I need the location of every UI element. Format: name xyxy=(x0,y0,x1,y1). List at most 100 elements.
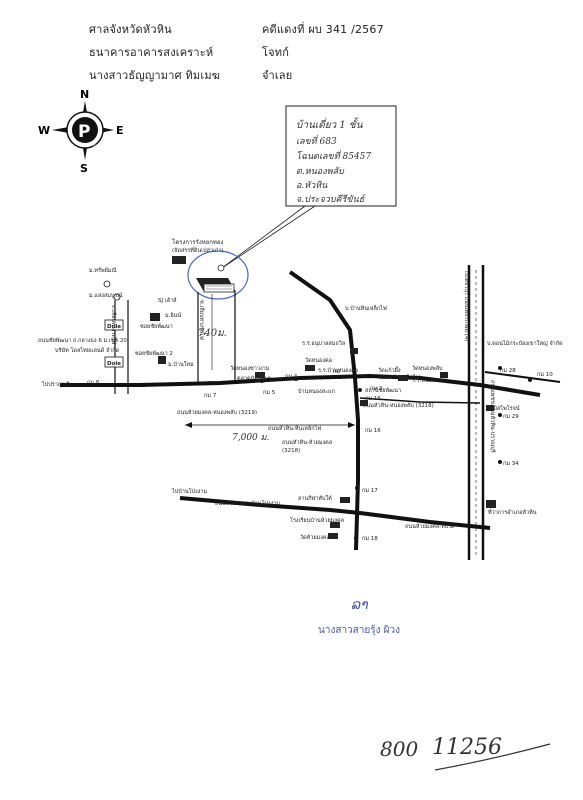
label-ban-hinlek-2: ชอยศ.หินเหล็กไฟ xyxy=(378,373,420,381)
svg-text:P: P xyxy=(78,122,90,142)
label-740m: 740ม. xyxy=(198,328,227,339)
defendant-role: จำเลย xyxy=(262,69,293,82)
signature-scribble: ລາ xyxy=(352,597,369,613)
case-number: คดีแดงที่ ผบ 341 /2567 xyxy=(262,23,384,36)
project-label: โครงการรังหยกทอง xyxy=(172,238,223,246)
svg-text:PROPERTY: PROPERTY xyxy=(80,143,96,147)
defendant-name: นางสาวธัญญามาศ ทิมเมฆ xyxy=(89,69,221,82)
wat-huaymongkol-icon xyxy=(328,533,338,539)
label-km10: กม 10 xyxy=(537,372,553,378)
label-km18: กม 18 xyxy=(362,536,378,542)
callout-line-6: จ.ประจวบคีรีขันธ์ xyxy=(296,194,366,205)
label-road-thaptai: ถนนห้วยมงคล-ทับใต้ xyxy=(405,523,455,530)
label-km28: กม 28 xyxy=(500,368,516,374)
school-khaohin-icon xyxy=(330,522,340,528)
property-callout: บ้านเดี่ยว 1 ชั้น เลขที่ 683 โฉนดเลขที่ … xyxy=(221,105,397,269)
project-building-icon xyxy=(172,256,186,264)
label-hw4-left: ไปเพชรบุรี ถนนเพชรเกษม (4) xyxy=(463,269,470,342)
label-wat-nongkhor: วัดหนองคอ xyxy=(305,357,332,364)
dole-logo-2-icon xyxy=(104,356,124,368)
label-ban-nongkhor: ร.ร.บ้านหนองคอ xyxy=(318,367,358,374)
label-km2: กม 2 xyxy=(370,386,382,392)
callout-line-1: บ้านเดี่ยว 1 ชั้น xyxy=(296,117,364,131)
label-soi-chai: ซอยชัยพัฒนา xyxy=(140,323,173,330)
label-mispairiri: ม.มิสไพโรจน์ xyxy=(488,404,520,412)
label-road-3218b: ถนนหัวหิน-ห้วยมงคล xyxy=(282,439,332,446)
temple-icon-3 xyxy=(398,375,408,381)
label-km5: กม 5 xyxy=(263,390,276,396)
label-ban-hinlek: บ.บ้านหินเหล็กไฟ xyxy=(345,304,387,312)
label-km3: กม xyxy=(333,369,340,375)
label-hw4-right: ถนนเพชรเกษมหัวหิน-ปราณบุรี xyxy=(489,380,496,453)
label-km4: กม 4 xyxy=(285,374,298,380)
label-sj: SJ เฮ้าส์ xyxy=(158,297,177,304)
label-school-huaymongkol: โรงเรียนบ้านห้วยมงคล xyxy=(290,516,344,524)
callout-line-4: ต.หนองพลับ xyxy=(296,166,345,177)
road-km10 xyxy=(484,371,561,383)
label-wat-kaeo: วัดแก้วผึ้ง xyxy=(378,366,401,374)
label-soi-chai-2: ซอยชัยพัฒนา 2 xyxy=(135,350,173,357)
compass-e: E xyxy=(116,124,124,137)
footer-note-b: 11256 xyxy=(432,735,502,760)
label-stadium: ลานกีฬาทับใต้ xyxy=(298,495,332,502)
school-icon-3 xyxy=(360,400,368,406)
property-highlight-circle xyxy=(187,250,249,300)
label-tallad: ตลาดนัดทุ่งพระ xyxy=(237,375,274,382)
label-km15: กม 15 xyxy=(365,396,381,402)
plaintiff-role: โจทก์ xyxy=(262,46,290,59)
label-wat-nongphlap: วัดหนองพลับ xyxy=(412,365,443,372)
label-to-pranburi: ไปปราณบุรี xyxy=(41,381,69,388)
sj-house-icon xyxy=(150,313,160,321)
label-km8: กม 8 xyxy=(87,380,100,386)
compass-n: N xyxy=(80,88,89,101)
label-wat-nongsaphang: วัดหนองซาวงาม xyxy=(230,365,270,372)
footer-underline xyxy=(434,743,551,771)
label-pradit: ม.ทรัพย์มณี xyxy=(89,267,117,274)
label-km7: กม 7 xyxy=(204,393,217,399)
label-school-nongsakae: ร.ร.หนองสะแก xyxy=(412,377,448,384)
dole-logo-1-icon xyxy=(104,319,124,331)
misdai-icon xyxy=(486,405,494,411)
compass-s: S xyxy=(80,162,88,175)
label-road-hinlekfai: ถนนหัวหิน-หินเหล็กไฟ xyxy=(268,424,321,432)
label-ban-mai: ม.บ้านใหม่ xyxy=(168,361,194,368)
label-7000m: 7,000 ม. xyxy=(232,433,270,443)
home-icon xyxy=(158,356,166,364)
callout-line-5: อ.หัวหิน xyxy=(296,180,328,191)
label-road-3218a: ถนนหัวหิน-หนองพลับ (3218) xyxy=(363,402,434,409)
property-plot xyxy=(196,264,236,293)
label-school-1: ร.ร.อนุบาลสมถวิล xyxy=(302,340,345,347)
plaintiff-name: ธนาคารอาคารสงเคราะห์ xyxy=(89,46,214,59)
km-markers xyxy=(80,366,532,540)
label-soi-6: ถนนชัยพัฒนา ถ.กลางธง 6 ม.เขต 20 xyxy=(38,337,127,344)
label-road-3219: ถนนห้วยมงคล-หนองพลับ (3219) xyxy=(177,409,257,416)
temple-icon-1 xyxy=(255,372,265,378)
footer-note-a: 800 xyxy=(380,737,419,761)
label-ban-in: ม.อินน์ xyxy=(165,312,181,319)
school-icon-1 xyxy=(350,348,358,354)
project-sub-label: (จัดสรรที่ดินเปล่าเก่า) xyxy=(172,246,223,254)
label-road-pong-ngam: ถนนห้วยมงคล-บ้านโป่งงาม xyxy=(215,499,280,507)
label-road-3218c: (3218) xyxy=(282,448,300,454)
label-wat-huaymongkol: วัดห้วยมงคล xyxy=(300,534,330,541)
road-east xyxy=(359,397,481,404)
label-sutham: สถานีชัยพัฒนา xyxy=(365,387,401,394)
callout-line-2: เลขที่ 683 xyxy=(296,134,337,147)
label-amphoe: ที่ว่าการอำเภอหัวหิน xyxy=(488,508,537,516)
road-thap-tai xyxy=(179,496,491,530)
label-km16: กม 16 xyxy=(365,428,381,434)
label-company: บริษัท โดลไทยแลนด์ จำกัด xyxy=(55,346,120,354)
signature-name: นางสาวสายรุ้ง ผิวง xyxy=(318,625,401,636)
label-rail-road-a: ถ.เลียบทางรถไฟ xyxy=(110,305,117,344)
label-ban-nongsakae: บ้านหนองสะแก xyxy=(298,388,335,395)
amphoe-icon xyxy=(486,500,496,508)
callout-line-3: โฉนดเลขที่ 85457 xyxy=(296,149,371,162)
court-name: ศาลจังหวัดหัวหิน xyxy=(89,23,172,36)
label-sangsombun: ม.แสงสมบูรณ์ xyxy=(89,292,123,299)
label-dole-2: Dole xyxy=(107,361,121,367)
compass-w: W xyxy=(38,124,50,137)
label-rail-road-b: ซ.เลียบทางรถไฟ xyxy=(198,300,205,340)
school-icon-2 xyxy=(440,372,448,378)
label-km29: กม 29 xyxy=(503,414,519,420)
